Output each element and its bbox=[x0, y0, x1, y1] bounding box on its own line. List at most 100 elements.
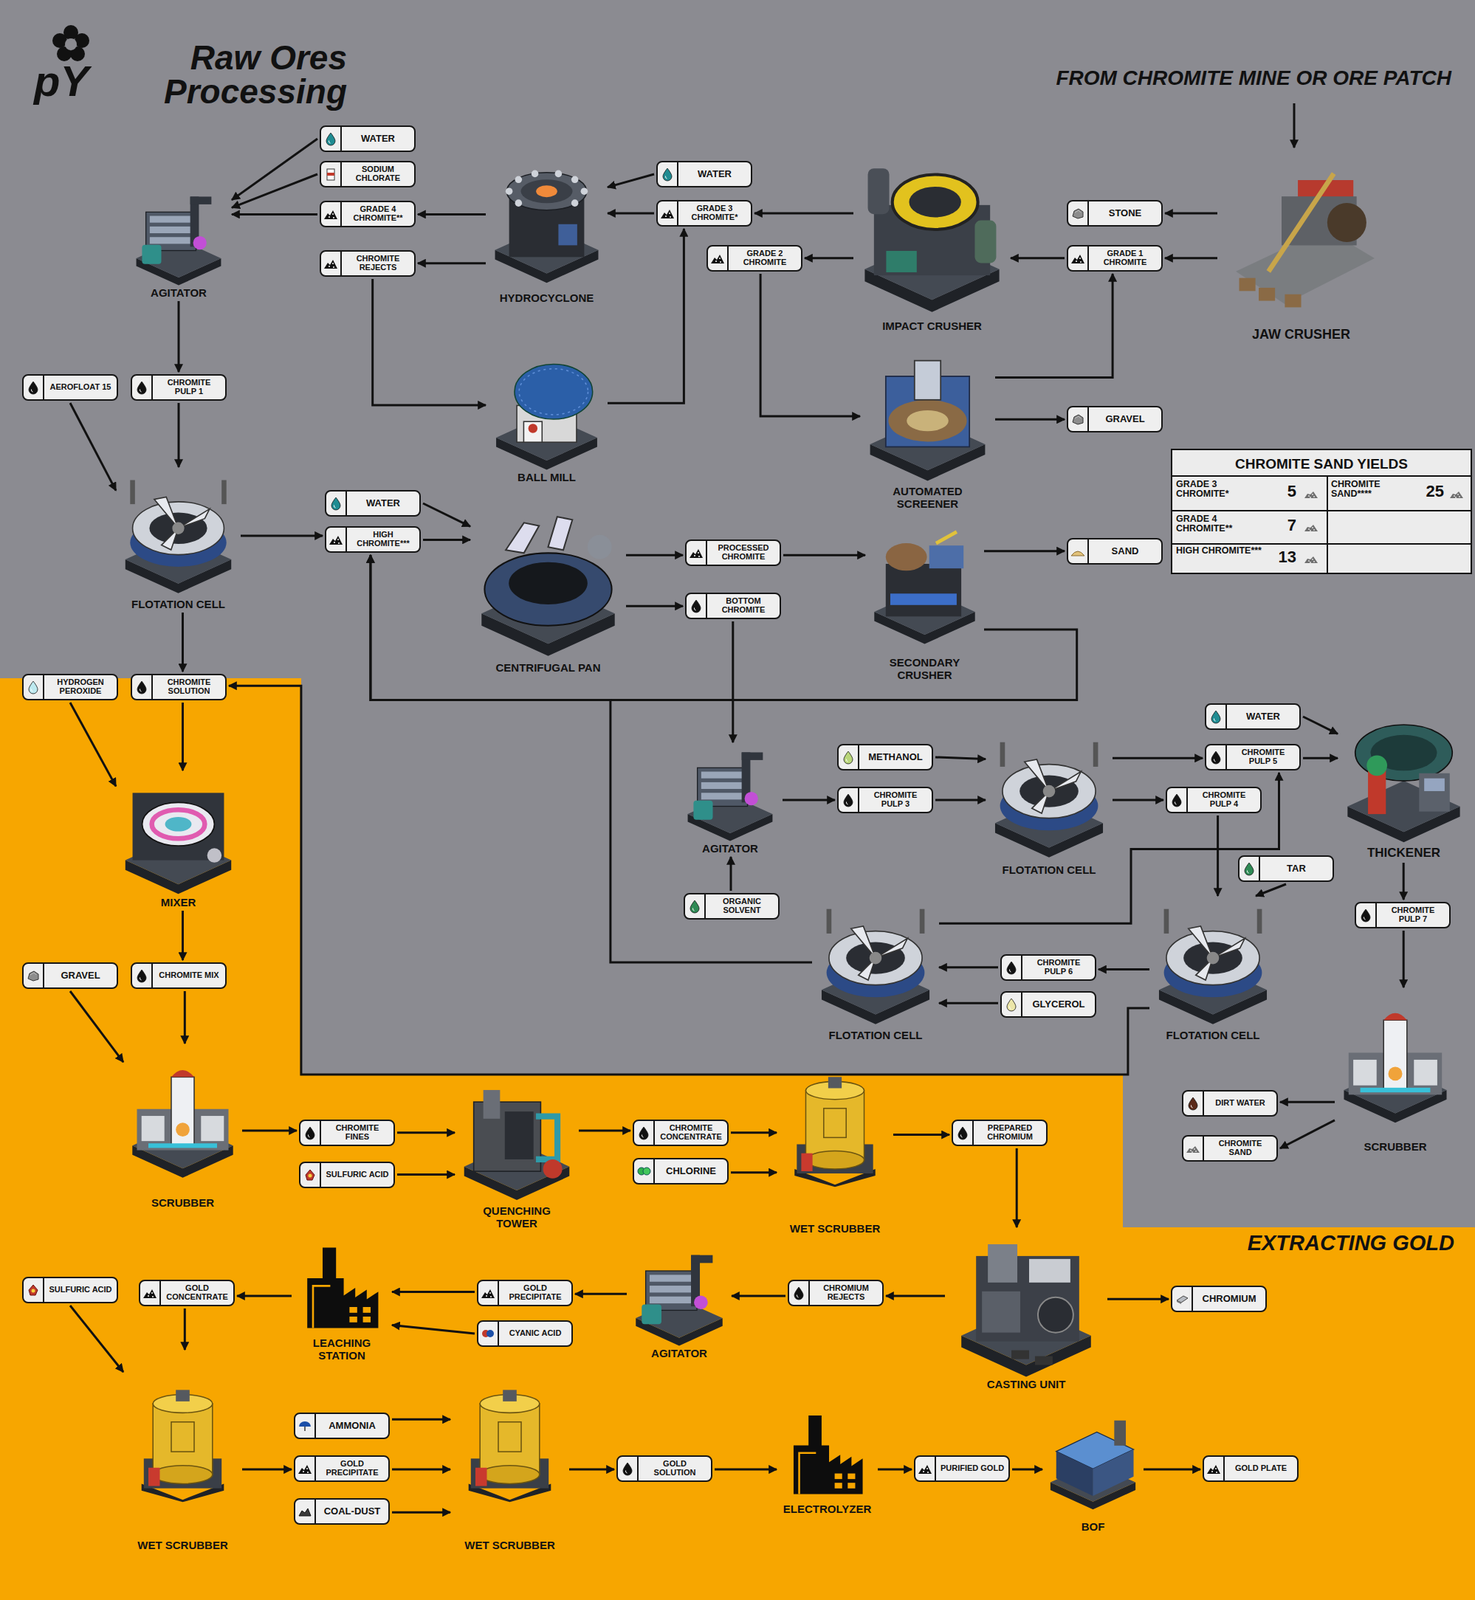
material-icon bbox=[321, 202, 342, 226]
art-shape bbox=[485, 1295, 488, 1298]
table-cell: 5 bbox=[1250, 482, 1297, 500]
machine-art bbox=[862, 346, 993, 485]
art-shape bbox=[1383, 1020, 1408, 1091]
art-shape bbox=[847, 1483, 855, 1490]
machine: SECONDARY CRUSHER bbox=[867, 518, 982, 682]
art-shape bbox=[623, 1463, 632, 1476]
flow-arrow bbox=[782, 799, 835, 802]
art-shape bbox=[490, 1296, 492, 1298]
art-shape bbox=[571, 199, 579, 207]
art-shape bbox=[327, 172, 335, 176]
art-shape bbox=[171, 1077, 195, 1146]
material-pill: CHROMITE REJECTS bbox=[319, 250, 416, 277]
flow-arrow bbox=[607, 228, 684, 404]
material-icon bbox=[953, 1121, 974, 1146]
art-shape bbox=[888, 400, 967, 443]
art-shape bbox=[558, 224, 577, 246]
art-shape bbox=[1215, 1472, 1218, 1474]
machine-name: AGITATOR bbox=[651, 1346, 708, 1361]
machine: MIXER bbox=[118, 772, 239, 909]
machine-name: SECONDARY CRUSHER bbox=[867, 655, 982, 682]
art-shape bbox=[193, 236, 207, 250]
art-shape bbox=[641, 1135, 644, 1139]
material-icon bbox=[1172, 1287, 1193, 1312]
material-name: GOLD CONCENTRATE bbox=[160, 1284, 234, 1302]
flow-arrow bbox=[731, 621, 734, 743]
flow-arrow bbox=[995, 273, 1113, 378]
art-shape bbox=[328, 141, 330, 144]
material-icon bbox=[707, 246, 729, 271]
machine-art bbox=[1151, 898, 1275, 1029]
machine: HYDROCYCLONE bbox=[487, 157, 606, 305]
flow-arrow bbox=[1302, 716, 1338, 734]
art-shape bbox=[693, 555, 696, 557]
art-shape bbox=[1313, 496, 1315, 498]
flow-arrow bbox=[370, 555, 1078, 701]
art-shape bbox=[1309, 561, 1312, 564]
flow-arrow bbox=[228, 685, 1150, 1075]
art-shape bbox=[25, 968, 41, 984]
art-shape bbox=[1208, 750, 1224, 765]
flow-arrow bbox=[1107, 1298, 1169, 1301]
art-shape bbox=[506, 172, 587, 211]
material-pill: GRADE 4 CHROMITE** bbox=[319, 200, 416, 228]
art-shape bbox=[175, 1390, 190, 1402]
material-name: CHROMITE PULP 4 bbox=[1187, 791, 1261, 809]
art-shape bbox=[800, 1153, 813, 1172]
logo-center bbox=[64, 38, 77, 51]
material-name: WATER bbox=[678, 169, 751, 180]
flow-arrow bbox=[783, 554, 866, 557]
machine-name: AUTOMATED SCREENER bbox=[862, 484, 993, 511]
material-name: GOLD SOLUTION bbox=[638, 1460, 711, 1478]
flow-arrow bbox=[392, 1469, 451, 1472]
art-shape bbox=[25, 1283, 41, 1298]
material-pill: GLYCEROL bbox=[1000, 991, 1097, 1019]
art-shape bbox=[305, 1170, 315, 1181]
material-icon bbox=[321, 126, 342, 151]
art-shape bbox=[960, 1135, 962, 1139]
art-shape bbox=[481, 1289, 495, 1299]
art-shape bbox=[1172, 794, 1182, 807]
art-shape bbox=[1257, 909, 1263, 934]
art-shape bbox=[1072, 414, 1083, 425]
material-pill: CHROMITE PULP 3 bbox=[837, 786, 934, 814]
art-shape bbox=[328, 532, 344, 548]
art-shape bbox=[693, 1295, 708, 1310]
material-icon bbox=[295, 1500, 316, 1524]
art-shape bbox=[498, 1422, 522, 1453]
art-shape bbox=[692, 908, 694, 912]
flow-arrow bbox=[1010, 256, 1065, 260]
art-shape bbox=[659, 166, 675, 182]
material-icon bbox=[634, 1121, 655, 1146]
art-shape bbox=[502, 1390, 517, 1402]
machine-name: BALL MILL bbox=[517, 470, 576, 485]
art-shape bbox=[693, 608, 696, 612]
art-shape bbox=[914, 360, 941, 401]
art-shape bbox=[531, 170, 539, 178]
art-shape bbox=[1449, 491, 1464, 499]
machine-name: IMPACT CRUSHER bbox=[882, 318, 982, 333]
material-icon bbox=[321, 162, 342, 187]
material-pill: GOLD SOLUTION bbox=[616, 1455, 713, 1483]
art-shape bbox=[1304, 556, 1318, 564]
art-shape bbox=[313, 1286, 330, 1329]
material-icon bbox=[23, 675, 45, 700]
art-shape bbox=[297, 1504, 313, 1520]
art-shape bbox=[306, 1468, 308, 1470]
art-shape bbox=[955, 1125, 971, 1141]
material-pill: COAL-DUST bbox=[293, 1498, 390, 1526]
art-shape bbox=[636, 1125, 652, 1141]
art-shape bbox=[662, 168, 672, 181]
art-shape bbox=[1304, 556, 1318, 564]
material-name: CHROMITE PULP 6 bbox=[1022, 958, 1095, 976]
flow-arrow bbox=[392, 1325, 475, 1335]
art-shape bbox=[693, 800, 713, 821]
art-shape bbox=[515, 199, 523, 207]
art-shape bbox=[846, 802, 848, 806]
art-shape bbox=[701, 782, 744, 790]
art-shape bbox=[1457, 493, 1459, 496]
art-shape bbox=[981, 1291, 1021, 1334]
art-shape bbox=[302, 1471, 305, 1473]
flow-arrow bbox=[607, 174, 655, 188]
art-shape bbox=[805, 1151, 864, 1170]
